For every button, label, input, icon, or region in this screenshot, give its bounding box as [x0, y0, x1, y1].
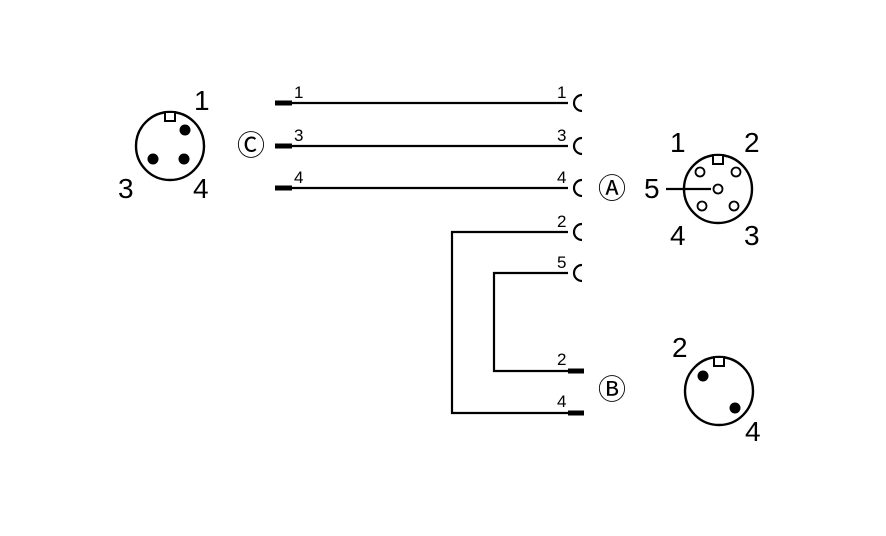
connector-a-pin-label-3: 3: [744, 220, 760, 251]
connector-a-pin-label-2: 2: [744, 127, 760, 158]
wire-a4-right-label: 4: [557, 168, 566, 187]
wire-a5-b2: 5 2: [492, 253, 584, 374]
connector-c-pin-3: [147, 153, 159, 165]
wire-a1-right-label: 1: [557, 83, 566, 102]
connector-a-pin-1: [694, 166, 706, 178]
wire-a3-right-label: 3: [557, 126, 566, 145]
connector-a-pin-5: [712, 183, 724, 195]
connector-b-pin-label-4: 4: [745, 416, 761, 447]
connector-c-face: 1 3 4: [118, 85, 210, 204]
connector-c-pin-label-1: 1: [194, 85, 210, 116]
wire-b4-label: 4: [557, 392, 566, 411]
connector-a-pin-2: [730, 166, 742, 178]
wire-c3-a3: 3 3: [275, 126, 583, 156]
connector-a-face: 1 2 5 4 3: [644, 127, 760, 251]
connector-a-pin-3: [728, 200, 740, 212]
wire-c3-left-label: 3: [294, 126, 303, 145]
connector-b-pin-2: [697, 370, 709, 382]
connector-c-pin-label-3: 3: [118, 173, 134, 204]
connector-c-pin-label-4: 4: [193, 173, 209, 204]
connector-b-face: 2 4: [672, 332, 761, 447]
wire-a5-label: 5: [557, 253, 566, 272]
wire-b2-label: 2: [557, 350, 566, 369]
connector-b-marker: Ⓑ: [598, 374, 626, 405]
wire-a2-label: 2: [557, 212, 566, 231]
wire-c4-left-label: 4: [294, 168, 303, 187]
connector-a-pin-label-4: 4: [670, 220, 686, 251]
connector-a-pin-label-1: 1: [670, 127, 686, 158]
connector-b-pin-label-2: 2: [672, 332, 688, 363]
wire-c1-a1: 1 1: [275, 83, 583, 113]
connector-a-pin-4: [696, 200, 708, 212]
connector-a-marker: Ⓐ: [598, 173, 626, 204]
connector-c-pin-1: [179, 124, 191, 136]
wire-a2-b4: 2 4: [450, 212, 584, 416]
wire-c4-a4: 4 4: [275, 168, 583, 198]
connector-c-marker: Ⓒ: [237, 130, 265, 161]
connector-a-pin-label-5: 5: [644, 173, 660, 204]
connector-b-pin-4: [729, 402, 741, 414]
wire-c1-left-label: 1: [294, 83, 303, 102]
connector-c-pin-4: [178, 153, 190, 165]
